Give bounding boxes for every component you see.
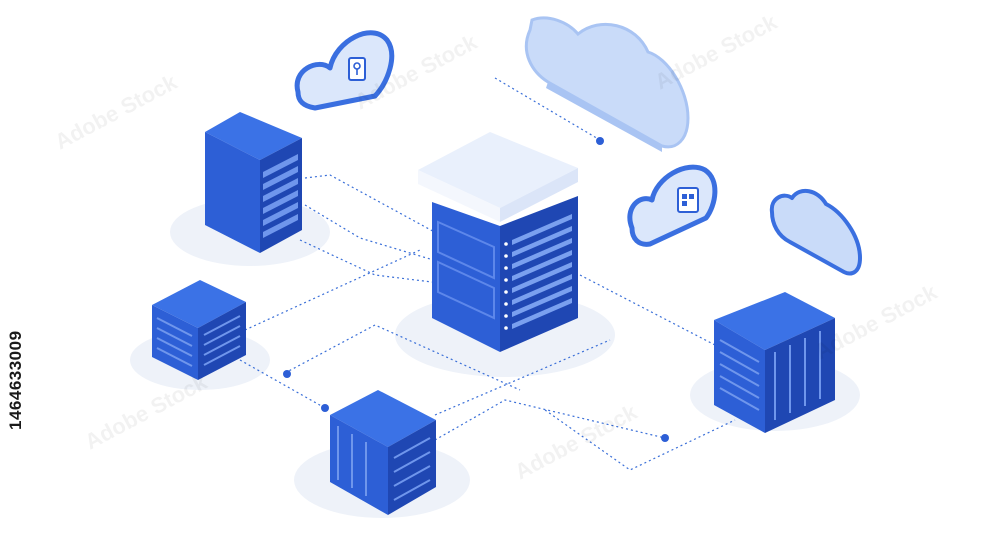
stock-id-label: 1464633009 <box>6 330 25 430</box>
connector-dot-icon <box>283 137 669 442</box>
lock-icon <box>348 57 366 81</box>
server-rack-icon <box>205 112 302 253</box>
connector-lines <box>239 77 736 471</box>
server-rack-icon <box>418 132 578 352</box>
server-rack-icon <box>330 390 436 515</box>
server-rack-icon <box>714 292 835 433</box>
cloud-icon <box>524 16 690 152</box>
svg-text:Adobe Stock: Adobe Stock <box>651 9 782 95</box>
svg-text:Adobe Stock: Adobe Stock <box>81 369 212 455</box>
cloud-icon <box>769 188 862 276</box>
cloud-icon <box>294 30 395 111</box>
svg-text:Adobe Stock: Adobe Stock <box>511 399 642 485</box>
server-rack-icon <box>152 280 246 380</box>
cloud-icon <box>627 164 718 247</box>
svg-text:Adobe Stock: Adobe Stock <box>51 69 182 155</box>
lock-icon <box>677 187 699 213</box>
